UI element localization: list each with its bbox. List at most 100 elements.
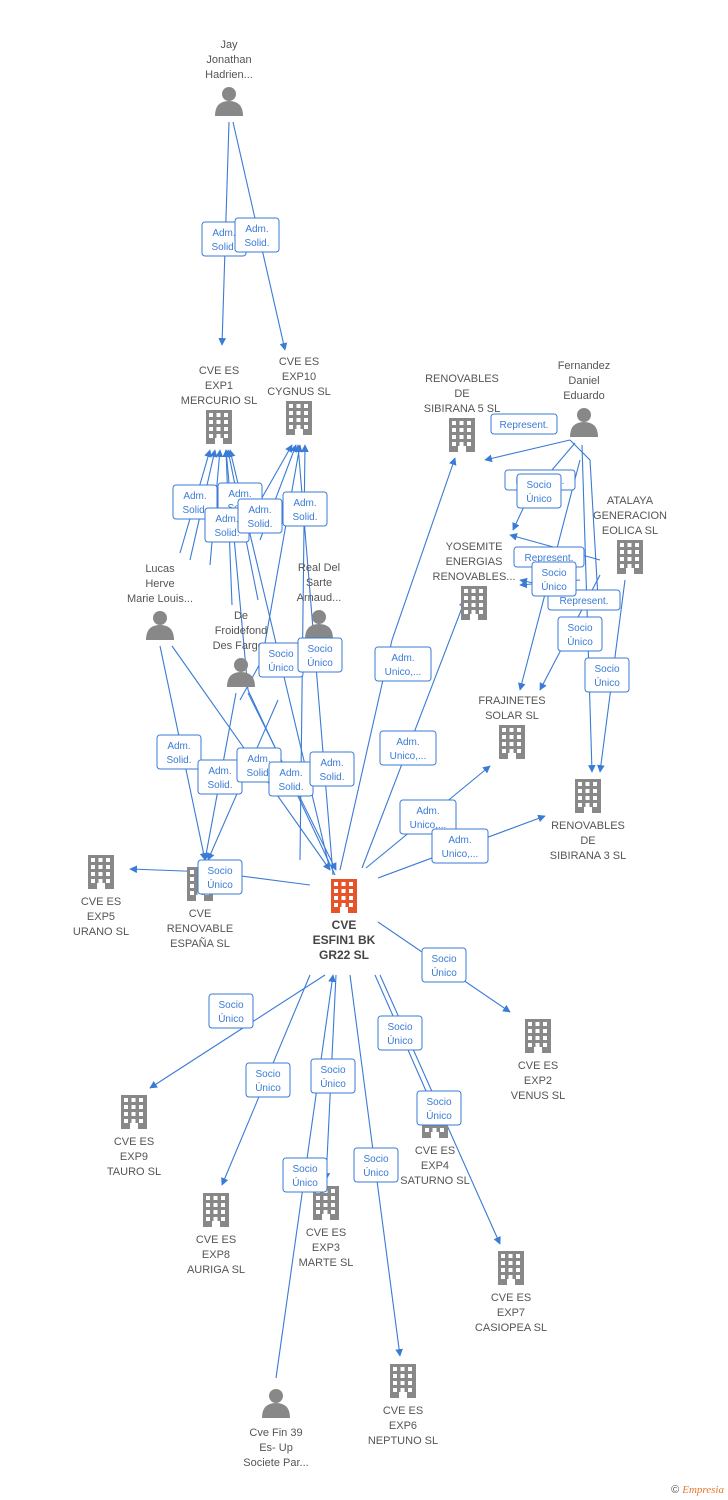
edge-label-33[interactable]: Adm. Unico,... (379, 730, 437, 766)
person-icon (570, 408, 598, 437)
node-label-line: Societe Par... (243, 1457, 308, 1469)
building-icon (525, 1019, 551, 1053)
node-yosemite[interactable]: YOSEMITEENERGIASRENOVABLES... (433, 541, 516, 620)
edge-label-text: Único (567, 635, 593, 648)
node-label-line: CVE ES (491, 1292, 531, 1304)
node-label-line: EXP10 (282, 371, 316, 383)
edge-label-text: Unico,... (385, 667, 422, 678)
edge-label-2[interactable]: Adm.Solid. (234, 217, 280, 253)
node-label-line: EXP7 (497, 1307, 525, 1319)
edge-label-text: Socio (255, 1069, 280, 1080)
edge-label-32[interactable]: Adm.Unico,... (374, 646, 432, 682)
edge-label-9[interactable]: Adm.Solid. (197, 759, 243, 795)
node-label-line: GR22 SL (319, 948, 369, 962)
building-icon (206, 410, 232, 444)
edge-label-text: Único (218, 1012, 244, 1025)
building-icon (203, 1193, 229, 1227)
edge-label-text: Represent. (525, 553, 574, 564)
node-label-line: Eduardo (563, 390, 605, 402)
brand-logo-text: Empresia (682, 1484, 724, 1496)
edge-label-text: Socio (431, 954, 456, 965)
edge-label-35[interactable]: Adm.Unico,... (431, 828, 489, 864)
node-label-line: ESPAÑA SL (170, 937, 230, 950)
edge-label-text: Único (526, 492, 552, 505)
edge-label-text: Solid. (182, 505, 207, 516)
edge-label-text: Solid. (246, 768, 271, 779)
node-label-line: DE (580, 835, 595, 847)
node-jay[interactable]: JayJonathanHadrien... (205, 39, 253, 116)
edge-arrow-32 (339, 457, 457, 871)
node-label-line: EXP6 (389, 1420, 417, 1432)
edge-label-34[interactable]: Adm.Unico,... (399, 799, 457, 835)
edge-arrow-25 (149, 974, 326, 1089)
node-realdel[interactable]: Real DelSarteArnaud... (297, 562, 342, 639)
node-label-line: EXP5 (87, 911, 115, 923)
node-label-line: AURIGA SL (187, 1264, 245, 1276)
node-label-line: ESFIN1 BK (313, 933, 376, 947)
node-label-line: CVE ES (81, 896, 121, 908)
edge-label-11[interactable]: Adm.Solid. (268, 761, 314, 797)
edge-label-7[interactable]: Adm.Solid. (282, 491, 328, 527)
node-label-line: CVE ES (114, 1136, 154, 1148)
node-label-line: CVE ES (518, 1060, 558, 1072)
edge-label-text: Único (268, 661, 294, 674)
node-label-line: CASIOPEA SL (475, 1322, 547, 1334)
node-label-line: CVE ES (383, 1405, 423, 1417)
node-label-line: DE (454, 388, 469, 400)
building-icon (286, 401, 312, 435)
edge-label-text: Socio (387, 1022, 412, 1033)
edge-label-8[interactable]: Adm.Solid. (156, 734, 202, 770)
building-icon (390, 1364, 416, 1398)
node-label-line: EXP2 (524, 1075, 552, 1087)
edge-label-text: Adm. (396, 737, 419, 748)
edge-label-12[interactable]: Adm.Solid. (309, 751, 355, 787)
node-label-line: Sarte (306, 577, 332, 589)
edge-label-text: Adm. (167, 741, 190, 752)
building-icon (331, 879, 357, 913)
edge-label-13[interactable]: Represent. (490, 413, 558, 435)
edge-label-text: Adm. (248, 505, 271, 516)
edge-label-text: Unico,... (390, 751, 427, 762)
edge-label-text: Adm. (212, 228, 235, 239)
edge-label-text: Socio (426, 1097, 451, 1108)
edge-label-6[interactable]: Adm.Solid. (237, 498, 283, 534)
node-label-line: EXP3 (312, 1242, 340, 1254)
edge-label-text: Único (431, 966, 457, 979)
edge-labels-layer: Adm.Solid.Adm.Solid.Adm.Solid.Adm.Solid.… (156, 217, 630, 1193)
building-icon (575, 779, 601, 813)
building-icon (617, 540, 643, 574)
